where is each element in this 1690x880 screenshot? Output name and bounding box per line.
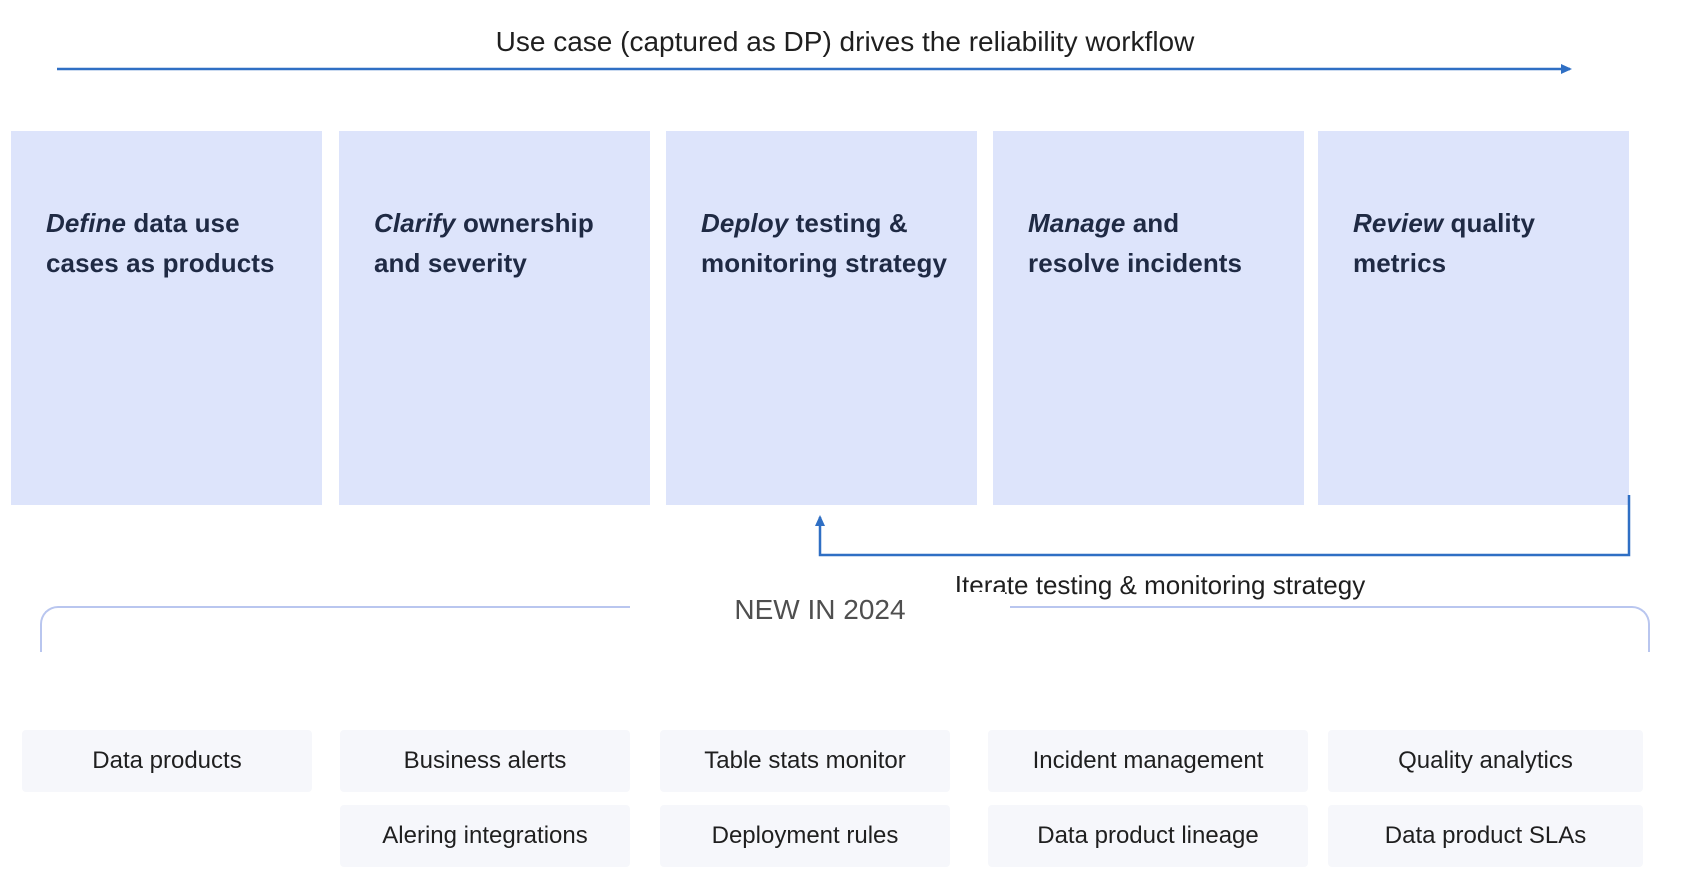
stage-card-define-rest: data use cases as products [46,208,275,278]
workflow-header: Use case (captured as DP) drives the rel… [0,0,1690,110]
feature-tile-data-product-slas[interactable]: Data product SLAs [1328,805,1643,867]
divider-label: NEW IN 2024 [635,592,1005,628]
feature-tile-data-products[interactable]: Data products [22,730,312,792]
stage-card-clarify-rest: ownership and severity [374,208,594,278]
stage-card-deploy-rest: testing & monitoring strategy [701,208,948,278]
stage-card-review[interactable]: Review quality metrics [1318,131,1629,505]
stage-card-manage-rest: and resolve incidents [1028,208,1243,278]
stage-card-review-lead: Review [1353,208,1444,238]
feature-tile-business-alerts[interactable]: Business alerts [340,730,630,792]
workflow-direction-arrow-icon [57,64,1572,74]
new-features-grid: Data products Business alerts Alering in… [0,730,1690,880]
divider-bracket-left [40,606,630,652]
stage-card-review-text: Review quality metrics [1353,203,1603,283]
feature-tile-table-stats-monitor[interactable]: Table stats monitor [660,730,950,792]
stage-card-define-lead: Define [46,208,127,238]
feature-tile-quality-analytics[interactable]: Quality analytics [1328,730,1643,792]
stage-card-manage[interactable]: Manage and resolve incidents [993,131,1304,505]
workflow-header-caption: Use case (captured as DP) drives the rel… [495,26,1195,57]
feature-tile-incident-management[interactable]: Incident management [988,730,1308,792]
stage-card-define[interactable]: Define data use cases as products [11,131,322,505]
stage-card-deploy-lead: Deploy [701,208,789,238]
workflow-stage-row: Define data use cases as products Clarif… [11,131,1629,505]
feature-tile-data-product-lineage[interactable]: Data product lineage [988,805,1308,867]
stage-card-deploy-text: Deploy testing & monitoring strategy [701,203,951,283]
feature-tile-deployment-rules[interactable]: Deployment rules [660,805,950,867]
stage-card-clarify[interactable]: Clarify ownership and severity [339,131,650,505]
feature-tile-alering-integrations[interactable]: Alering integrations [340,805,630,867]
stage-card-clarify-text: Clarify ownership and severity [374,203,624,283]
iterate-loop-caption: Iterate testing & monitoring strategy [954,570,1366,600]
stage-card-deploy[interactable]: Deploy testing & monitoring strategy [666,131,977,505]
divider-bracket-right [1010,606,1650,652]
new-in-2024-divider: NEW IN 2024 [0,592,1690,652]
stage-card-clarify-lead: Clarify [374,208,456,238]
stage-card-manage-text: Manage and resolve incidents [1028,203,1278,283]
stage-card-manage-lead: Manage [1028,208,1126,238]
stage-card-define-text: Define data use cases as products [46,203,296,283]
iterate-loop-arrow-icon [815,495,1631,557]
stage-card-review-rest: quality metrics [1353,208,1536,278]
